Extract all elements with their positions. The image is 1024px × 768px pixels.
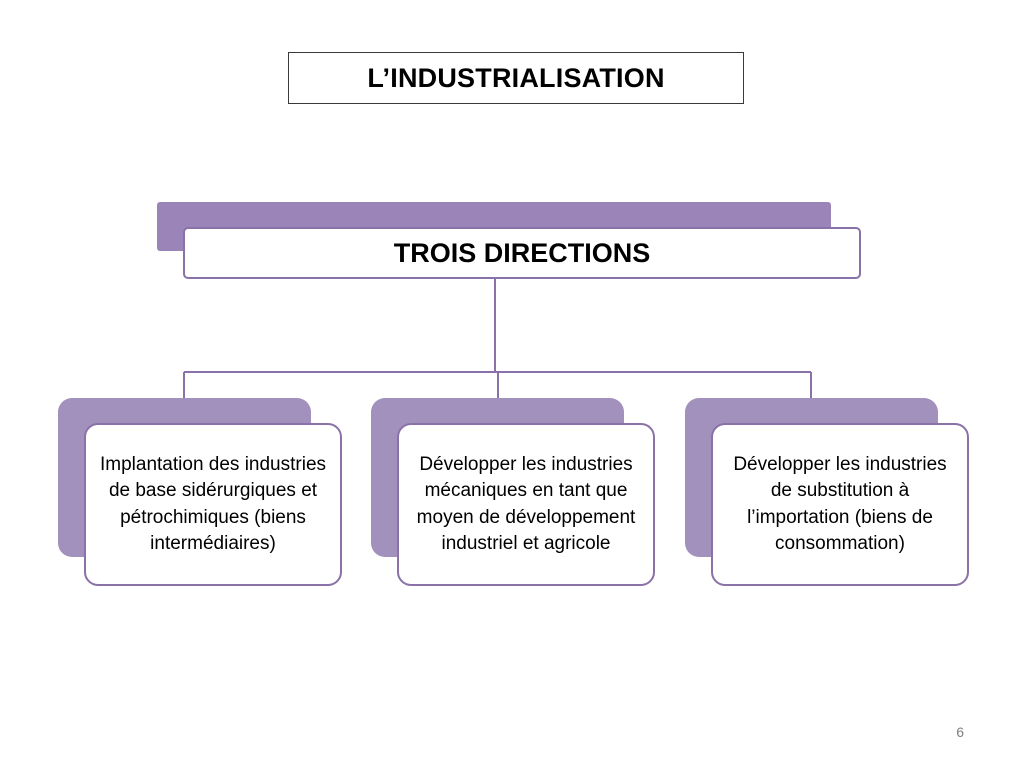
child-node-2: Développer les industries mécaniques en … xyxy=(397,423,655,586)
root-node: TROIS DIRECTIONS xyxy=(183,227,861,279)
page-number: 6 xyxy=(956,724,964,740)
child-node-1: Implantation des industries de base sidé… xyxy=(84,423,342,586)
slide-title: L’INDUSTRIALISATION xyxy=(288,52,744,104)
child-node-3: Développer les industries de substitutio… xyxy=(711,423,969,586)
